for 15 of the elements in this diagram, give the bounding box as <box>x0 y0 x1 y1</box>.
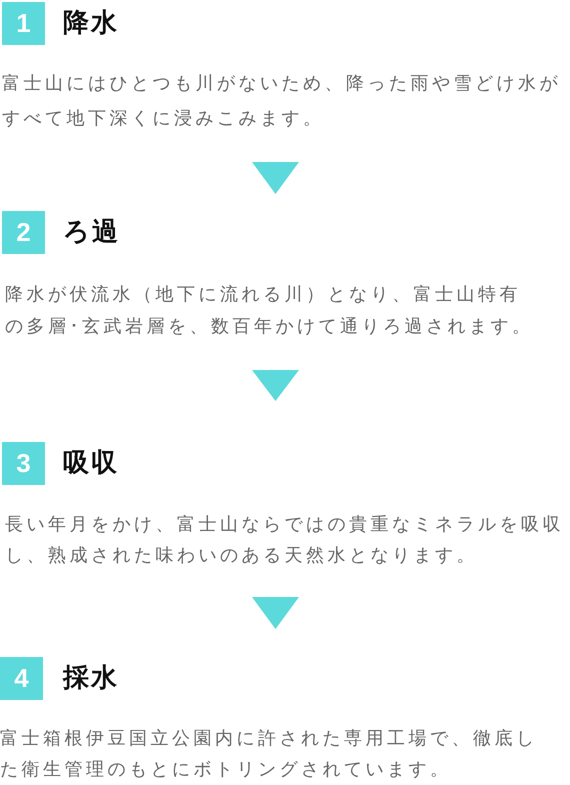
step-number-badge: 1 <box>2 2 45 45</box>
step-description: 富士箱根伊豆国立公園内に許された専用工場で、徹底した衛生管理のもとにボトリングされています。 <box>0 727 538 782</box>
down-arrow <box>252 370 299 401</box>
step-heading: 吸収 <box>63 447 119 480</box>
step-number-badge: 4 <box>0 657 43 700</box>
step-heading: ろ過 <box>63 216 120 249</box>
step-description: 降水が伏流水（地下に流れる川）となり、富士山特有の多層･玄武岩層を、数百年かけて通りろ過されます。 <box>5 283 534 338</box>
down-arrow <box>252 162 299 194</box>
step-heading: 降水 <box>63 7 119 40</box>
step-description: 富士山にはひとつも川がないため、降った雨や雪どけ水がすべて地下深くに浸みこみます。 <box>2 72 562 130</box>
step-number-badge: 2 <box>2 211 45 254</box>
step-heading: 採水 <box>63 662 119 695</box>
step-description: 長い年月をかけ、富士山ならではの貴重なミネラルを吸収し、熟成された味わいのある天然水となります。 <box>5 513 565 568</box>
down-arrow <box>252 597 299 629</box>
step-number-badge: 3 <box>2 442 45 485</box>
